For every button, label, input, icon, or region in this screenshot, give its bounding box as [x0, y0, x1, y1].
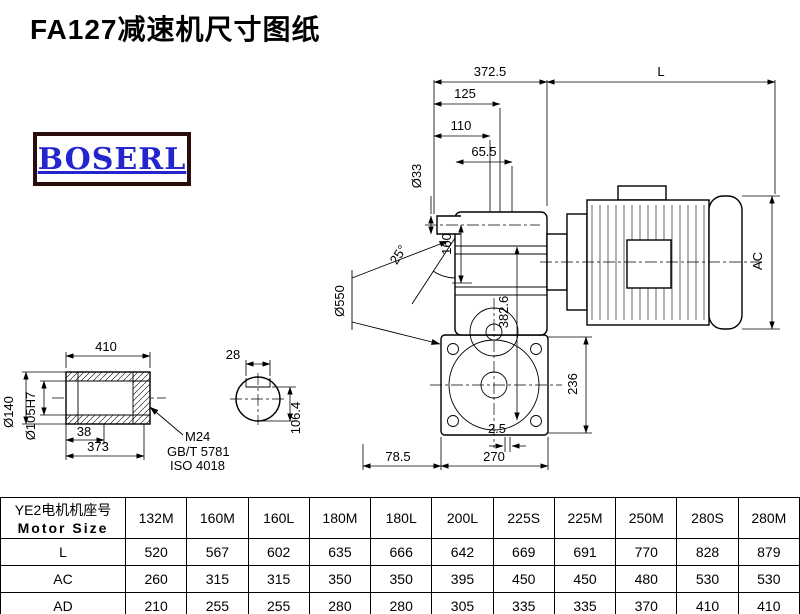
table-cell: 350 [308, 565, 372, 593]
table-cell: 370 [615, 592, 678, 614]
table-cell: 450 [553, 565, 617, 593]
column-header: 160M [186, 497, 249, 539]
gearbox-front-view: 382.6 [430, 211, 562, 448]
table-cell: 410 [737, 592, 800, 614]
table-cell: 642 [431, 538, 494, 566]
dim-125-label: 125 [454, 86, 476, 101]
table-row-AD: AD 210 255 255 280 280 305 335 335 370 4… [0, 592, 800, 614]
row-label: AD [0, 592, 126, 614]
dim-ac-label: AC [750, 252, 765, 270]
dim-28-label: 28 [226, 347, 240, 362]
dim-shaft-diameter-label: Ø33 [409, 164, 424, 189]
motor-size-label-cn: YE2电机机座号 [14, 502, 112, 518]
boserl-logo-text: BOSERL [37, 141, 187, 177]
dim-140-label: Ø140 [1, 396, 16, 428]
output-shaft-top: Ø33 160 [409, 164, 540, 284]
column-header: 200L [431, 497, 494, 539]
table-cell: 395 [431, 565, 494, 593]
table-cell: 255 [186, 592, 249, 614]
dim-382-6-label: 382.6 [496, 296, 511, 329]
table-cell: 530 [676, 565, 739, 593]
table-cell: 770 [615, 538, 678, 566]
column-header: 180L [370, 497, 433, 539]
column-header: 250M [615, 497, 678, 539]
table-cell: 280 [308, 592, 372, 614]
shaft-detail-view: 410 38 373 Ø140 Ø105H7 M24 GB/T 5781 ISO… [1, 339, 230, 473]
dim-38-label: 38 [77, 424, 91, 439]
table-cell: 635 [308, 538, 372, 566]
table-cell: 602 [247, 538, 310, 566]
bolt-gbt-standard-label: GB/T 5781 [167, 444, 230, 459]
table-cell: 480 [615, 565, 678, 593]
dim-65-5-label: 65.5 [471, 144, 496, 159]
dim-L-label: L [657, 64, 664, 79]
column-header: 280S [676, 497, 739, 539]
table-cell: 255 [247, 592, 310, 614]
table-header-row: YE2电机机座号 Motor Size 132M 160M 160L 180M … [0, 497, 800, 539]
table-row-AC: AC 260 315 315 350 350 395 450 450 480 5… [0, 565, 800, 593]
dim-372-5-label: 372.5 [474, 64, 507, 79]
table-cell: 666 [370, 538, 433, 566]
dim-110-label: 110 [451, 118, 472, 133]
boserl-logo: BOSERL [33, 132, 191, 186]
table-row-L: L 520 567 602 635 666 642 669 691 770 82… [0, 538, 800, 566]
page-title: FA127减速机尺寸图纸 [30, 14, 321, 45]
dim-105h7-label: Ø105H7 [23, 392, 38, 440]
motor-size-header-cell: YE2电机机座号 Motor Size [0, 497, 126, 539]
table-cell: 210 [124, 592, 188, 614]
dim-106-4-label: 106.4 [288, 402, 303, 435]
table-cell: 260 [124, 565, 188, 593]
table-cell: 305 [431, 592, 494, 614]
dim-236-label: 236 [565, 373, 580, 395]
column-header: 225M [553, 497, 617, 539]
motor-size-label-en: Motor Size [17, 520, 109, 536]
table-cell: 335 [492, 592, 555, 614]
table-cell: 350 [370, 565, 433, 593]
dim-270-label: 270 [483, 449, 505, 464]
table-cell: 530 [737, 565, 800, 593]
swing-diameter: Ø550 [332, 240, 449, 345]
table-cell: 520 [124, 538, 188, 566]
dim-550-label: Ø550 [332, 285, 347, 317]
column-header: 180M [308, 497, 372, 539]
keyway-section-view: 28 106.4 [226, 347, 303, 434]
table-cell: 410 [676, 592, 739, 614]
table-cell: 691 [553, 538, 617, 566]
table-cell: 567 [186, 538, 249, 566]
table-cell: 828 [676, 538, 739, 566]
technical-drawing: 382.6 Ø33 160 25° Ø550 [1, 64, 780, 473]
dim-373-label: 373 [87, 439, 109, 454]
row-label: AC [0, 565, 126, 593]
table-cell: 280 [370, 592, 433, 614]
table-cell: 335 [553, 592, 617, 614]
bottom-dimensions: 236 2.5 78.5 270 [362, 336, 592, 470]
dim-410-label: 410 [95, 339, 117, 354]
column-header: 280M [737, 497, 800, 539]
top-dimensions: 372.5 L 125 110 65.5 [433, 64, 776, 214]
bolt-iso-standard-label: ISO 4018 [170, 458, 225, 473]
column-header: 160L [247, 497, 310, 539]
bolt-m24-label: M24 [185, 429, 210, 444]
dim-78-5-label: 78.5 [385, 449, 410, 464]
table-cell: 450 [492, 565, 555, 593]
table-cell: 669 [492, 538, 555, 566]
table-cell: 315 [186, 565, 249, 593]
table-cell: 315 [247, 565, 310, 593]
column-header: 225S [492, 497, 555, 539]
dim-2-5-label: 2.5 [488, 421, 506, 436]
motor-dimension-table: YE2电机机座号 Motor Size 132M 160M 160L 180M … [0, 497, 800, 614]
row-label: L [0, 538, 126, 566]
column-header: 132M [124, 497, 188, 539]
motor-side-view: AC [540, 185, 780, 330]
table-cell: 879 [737, 538, 800, 566]
